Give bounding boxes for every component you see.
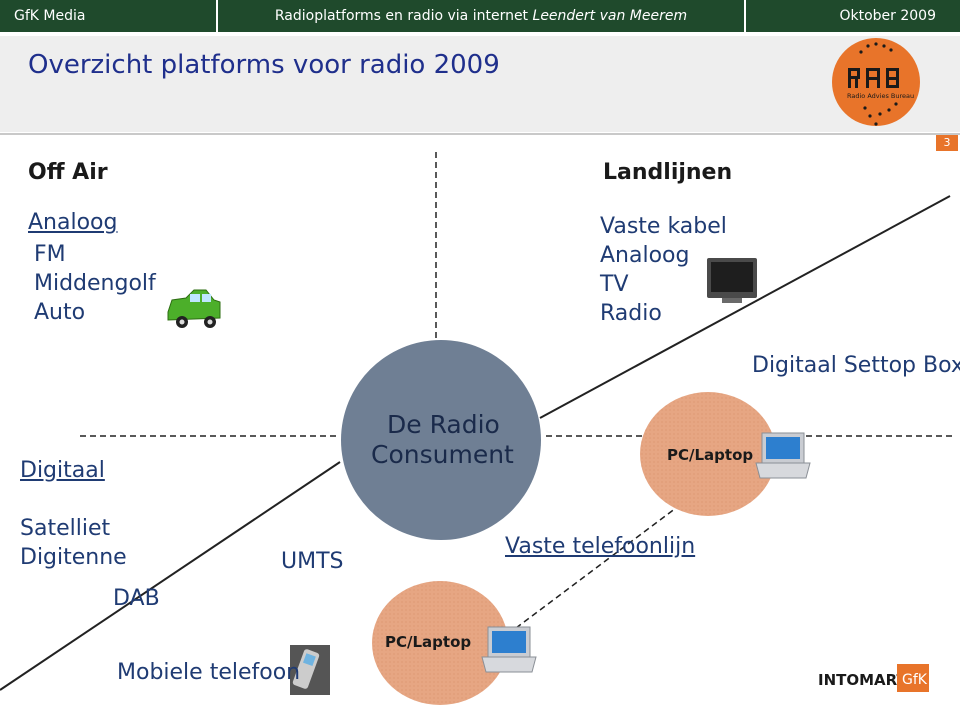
off-air-analog: Analoog bbox=[28, 210, 118, 235]
fixed-line-diagonal bbox=[499, 504, 681, 641]
rab-logo: Radio Advies Bureau bbox=[832, 38, 920, 126]
header-right: Oktober 2009 bbox=[746, 0, 960, 32]
landlijnen-item: TV bbox=[600, 272, 629, 297]
pc-laptop-label-1: PC/Laptop bbox=[667, 446, 754, 464]
intomart-gfk-logo: INTOMART GfK bbox=[818, 664, 929, 692]
fixed-line-label: Vaste telefoonlijn bbox=[505, 534, 696, 559]
landlijnen-heading: Landlijnen bbox=[603, 160, 733, 185]
page-number: 3 bbox=[936, 135, 958, 151]
laptop-icon bbox=[755, 432, 811, 479]
off-air-item: Middengolf bbox=[34, 271, 156, 296]
digitaal-heading: Digitaal bbox=[20, 458, 105, 483]
page-title: Overzicht platforms voor radio 2009 bbox=[28, 50, 500, 80]
umts-label: UMTS bbox=[281, 549, 344, 574]
tv-icon bbox=[707, 258, 757, 303]
rab-logo-dots bbox=[859, 42, 898, 126]
consumer-circle bbox=[341, 340, 541, 540]
landlijnen-item: Radio bbox=[600, 301, 662, 326]
off-air-item: Auto bbox=[34, 300, 86, 325]
divider bbox=[0, 133, 960, 135]
off-air-heading: Off Air bbox=[28, 160, 108, 185]
mobile-label: Mobiele telefoon bbox=[117, 660, 301, 685]
car-icon bbox=[167, 289, 221, 328]
mobile-phone-icon bbox=[290, 645, 330, 695]
pc-laptop-label-2: PC/Laptop bbox=[385, 633, 472, 651]
landlijnen-item: Analoog bbox=[600, 243, 690, 268]
rab-logo-subtitle: Radio Advies Bureau bbox=[847, 92, 914, 100]
mobile-line bbox=[0, 461, 341, 691]
pc-laptop-blob-2 bbox=[372, 581, 508, 705]
laptop-icon-2 bbox=[481, 626, 537, 673]
dab-label: DAB bbox=[113, 586, 160, 611]
header-center: Radioplatforms en radio via internet Lee… bbox=[218, 0, 744, 32]
pc-laptop-blob-1 bbox=[640, 392, 776, 516]
svg-text:INTOMART: INTOMART bbox=[818, 671, 908, 689]
settop-line bbox=[539, 195, 951, 419]
digitaal-item: Satelliet bbox=[20, 516, 111, 541]
rab-logo-letters bbox=[848, 68, 899, 88]
svg-text:GfK: GfK bbox=[902, 672, 928, 688]
header-left: GfK Media bbox=[0, 0, 216, 32]
off-air-item: FM bbox=[34, 242, 66, 267]
center-line-1: De Radio bbox=[387, 410, 500, 439]
digitaal-item: Digitenne bbox=[20, 545, 127, 570]
title-band bbox=[0, 36, 960, 132]
landlijnen-cable: Vaste kabel bbox=[600, 214, 727, 239]
center-line-2: Consument bbox=[371, 440, 514, 469]
settop-label: Digitaal Settop Box bbox=[752, 353, 960, 378]
rab-logo-circle bbox=[832, 38, 920, 126]
